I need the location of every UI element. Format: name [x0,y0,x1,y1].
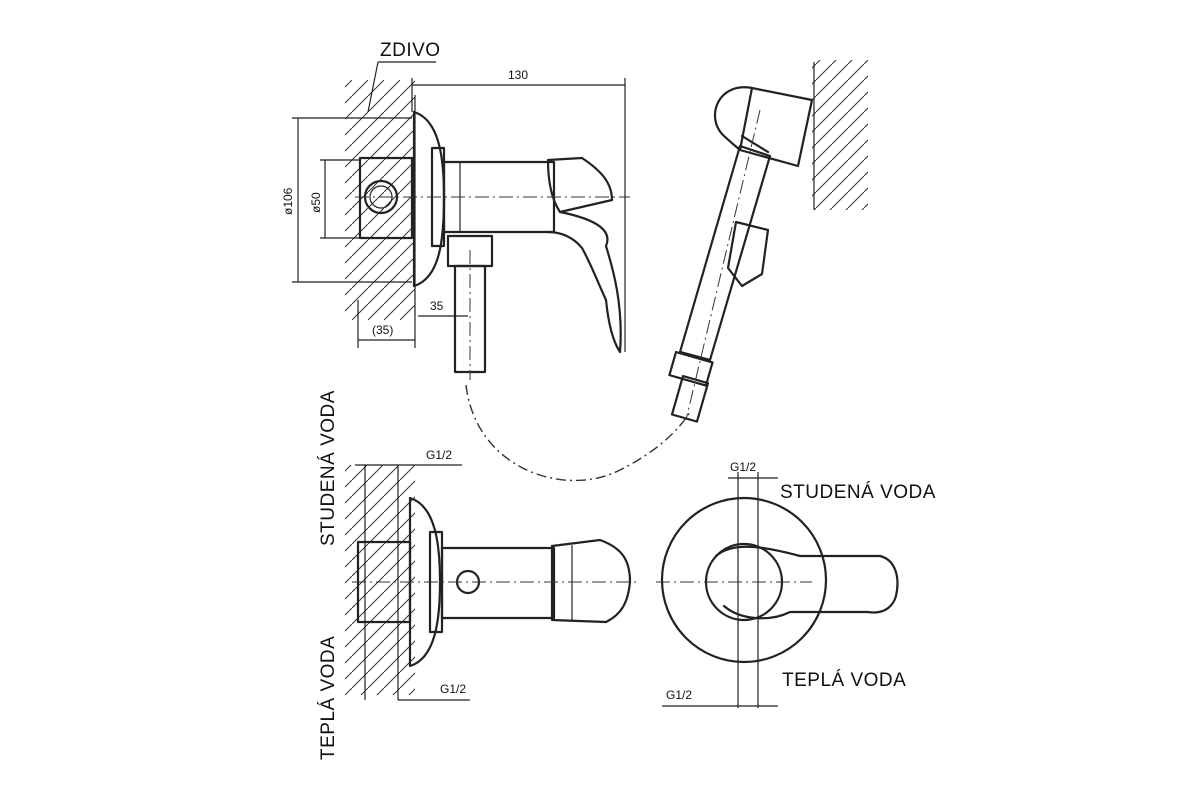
label-g12-front-bottom: G1/2 [666,688,692,702]
label-tepla-voda: TEPLÁ VODA [782,670,906,691]
rosette-front [660,496,828,664]
label-g12-bottom-top: G1/2 [426,448,452,462]
hand-shower [465,60,868,482]
label-studena-voda-vertical: STUDENÁ VODA [318,390,339,546]
wall-hatch-top [345,80,415,320]
label-dim-130: 130 [508,68,528,82]
wall-hatch-bottom [345,465,415,695]
label-tepla-voda-vertical: TEPLÁ VODA [318,636,339,760]
side-view-top [292,61,630,380]
label-g12-bottom-bottom: G1/2 [440,682,466,696]
label-dim-50: ø50 [309,192,323,213]
label-dim-35-paren: (35) [372,323,393,337]
front-view [656,472,899,708]
wall-hatch-right [812,60,868,210]
label-studena-voda: STUDENÁ VODA [780,482,936,503]
lever-front [714,545,899,620]
label-zdivo: ZDIVO [380,40,441,61]
label-dim-106: ø106 [281,187,295,215]
label-dim-35: 35 [430,299,444,313]
side-view-bottom [345,464,640,701]
label-g12-front-top: G1/2 [730,460,756,474]
